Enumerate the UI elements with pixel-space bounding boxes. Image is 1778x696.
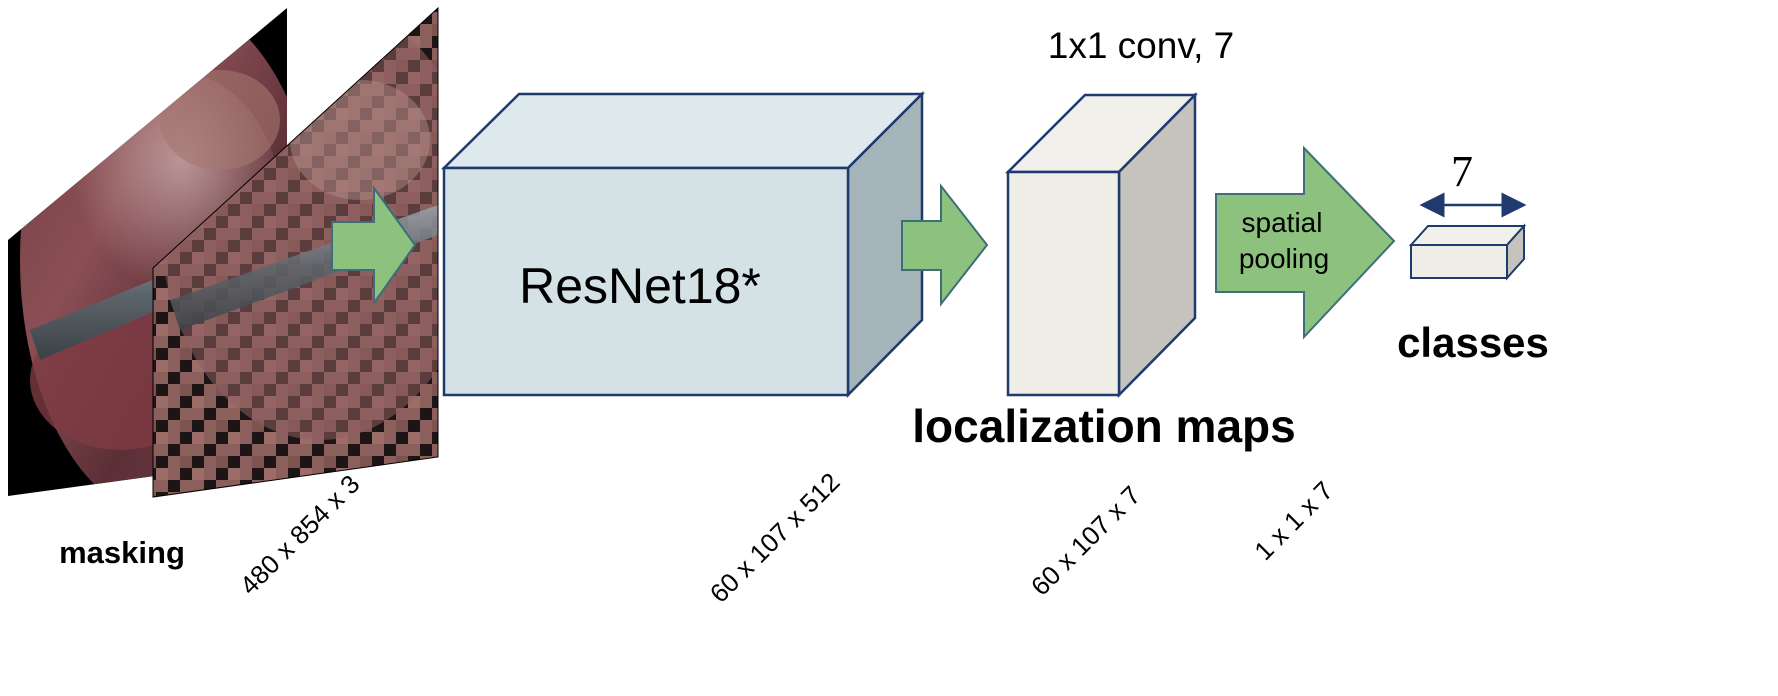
backbone-to-maps-arrow xyxy=(901,183,989,307)
class-count-label: 7 xyxy=(1451,147,1473,196)
localization-maps-block xyxy=(1004,91,1198,399)
masked-frame-image xyxy=(152,6,439,498)
class-vector-block xyxy=(1408,223,1527,281)
localization-maps-dimension-label: 60 x 107 x 7 xyxy=(1025,480,1146,601)
pooled-dimension-label: 1 x 1 x 7 xyxy=(1248,475,1339,566)
masking-label: masking xyxy=(59,535,185,570)
input-arrow xyxy=(331,184,417,307)
classes-label: classes xyxy=(1397,319,1549,366)
pooling-label-line2: pooling xyxy=(1239,243,1329,274)
resnet-block: ResNet18* xyxy=(440,90,926,399)
conv-label: 1x1 conv, 7 xyxy=(1048,25,1234,66)
backbone-output-dimension-label: 60 x 107 x 512 xyxy=(704,467,846,609)
spatial-pooling-arrow xyxy=(1215,145,1396,340)
localization-maps-label: localization maps xyxy=(912,400,1295,452)
pooling-label-line1: spatial xyxy=(1242,207,1323,238)
input-dimension-label: 480 x 854 x 3 xyxy=(234,469,366,601)
resnet-label: ResNet18* xyxy=(519,258,761,314)
